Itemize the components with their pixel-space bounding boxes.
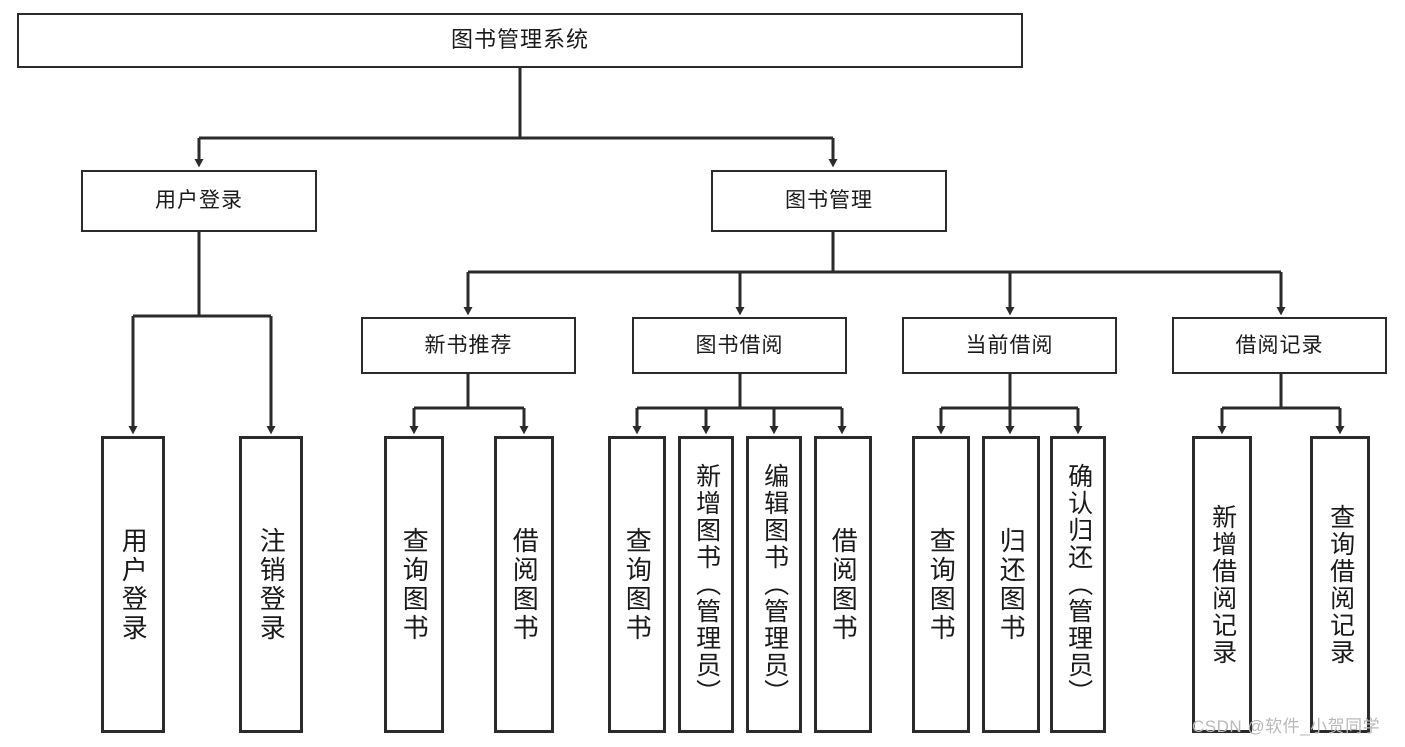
node-book-manage-label: 图书管理 [785,189,873,213]
leaf-query-book-3[interactable]: 查询图书 [912,436,970,733]
leaf-confirm-return[interactable]: 确认归还（管理员） [1050,436,1106,733]
node-borrow-record-label: 借阅记录 [1235,333,1324,357]
leaf-query-record[interactable]: 查询借阅记录 [1310,436,1370,733]
leaf-user-login-label: 用户登录 [118,526,149,643]
leaf-borrow-book-1-label: 借阅图书 [509,526,540,643]
node-new-book-recommend[interactable]: 新书推荐 [361,317,576,374]
node-book-borrow-label: 图书借阅 [695,333,784,357]
node-new-book-recommend-label: 新书推荐 [424,333,513,357]
leaf-edit-book[interactable]: 编辑图书（管理员） [746,436,802,733]
leaf-borrow-book-1[interactable]: 借阅图书 [494,436,554,733]
leaf-user-logout-label: 注销登录 [256,526,287,643]
node-borrow-record[interactable]: 借阅记录 [1172,317,1387,374]
leaf-add-book-label: 新增图书（管理员） [692,463,721,706]
node-book-borrow[interactable]: 图书借阅 [632,317,847,374]
leaf-borrow-book-2-label: 借阅图书 [828,526,859,643]
leaf-query-book-2[interactable]: 查询图书 [608,436,666,733]
node-root[interactable]: 图书管理系统 [17,13,1023,68]
leaf-add-record[interactable]: 新增借阅记录 [1192,436,1252,733]
node-root-label: 图书管理系统 [450,27,589,53]
leaf-user-login[interactable]: 用户登录 [101,436,165,733]
leaf-user-logout[interactable]: 注销登录 [239,436,303,733]
leaf-query-record-label: 查询借阅记录 [1326,503,1355,666]
leaf-return-book-label: 归还图书 [996,526,1027,643]
node-user-login[interactable]: 用户登录 [81,170,317,232]
leaf-query-book-2-label: 查询图书 [622,526,653,643]
node-current-borrow-label: 当前借阅 [965,333,1054,357]
node-book-manage[interactable]: 图书管理 [711,170,947,232]
leaf-edit-book-label: 编辑图书（管理员） [760,463,789,706]
node-user-login-label: 用户登录 [155,189,243,213]
leaf-confirm-return-label: 确认归还（管理员） [1064,463,1093,706]
leaf-add-record-label: 新增借阅记录 [1208,503,1237,666]
leaf-query-book-1-label: 查询图书 [399,526,430,643]
leaf-query-book-1[interactable]: 查询图书 [384,436,444,733]
leaf-add-book[interactable]: 新增图书（管理员） [678,436,734,733]
leaf-query-book-3-label: 查询图书 [926,526,957,643]
node-current-borrow[interactable]: 当前借阅 [902,317,1117,374]
leaf-return-book[interactable]: 归还图书 [982,436,1040,733]
leaf-borrow-book-2[interactable]: 借阅图书 [814,436,872,733]
